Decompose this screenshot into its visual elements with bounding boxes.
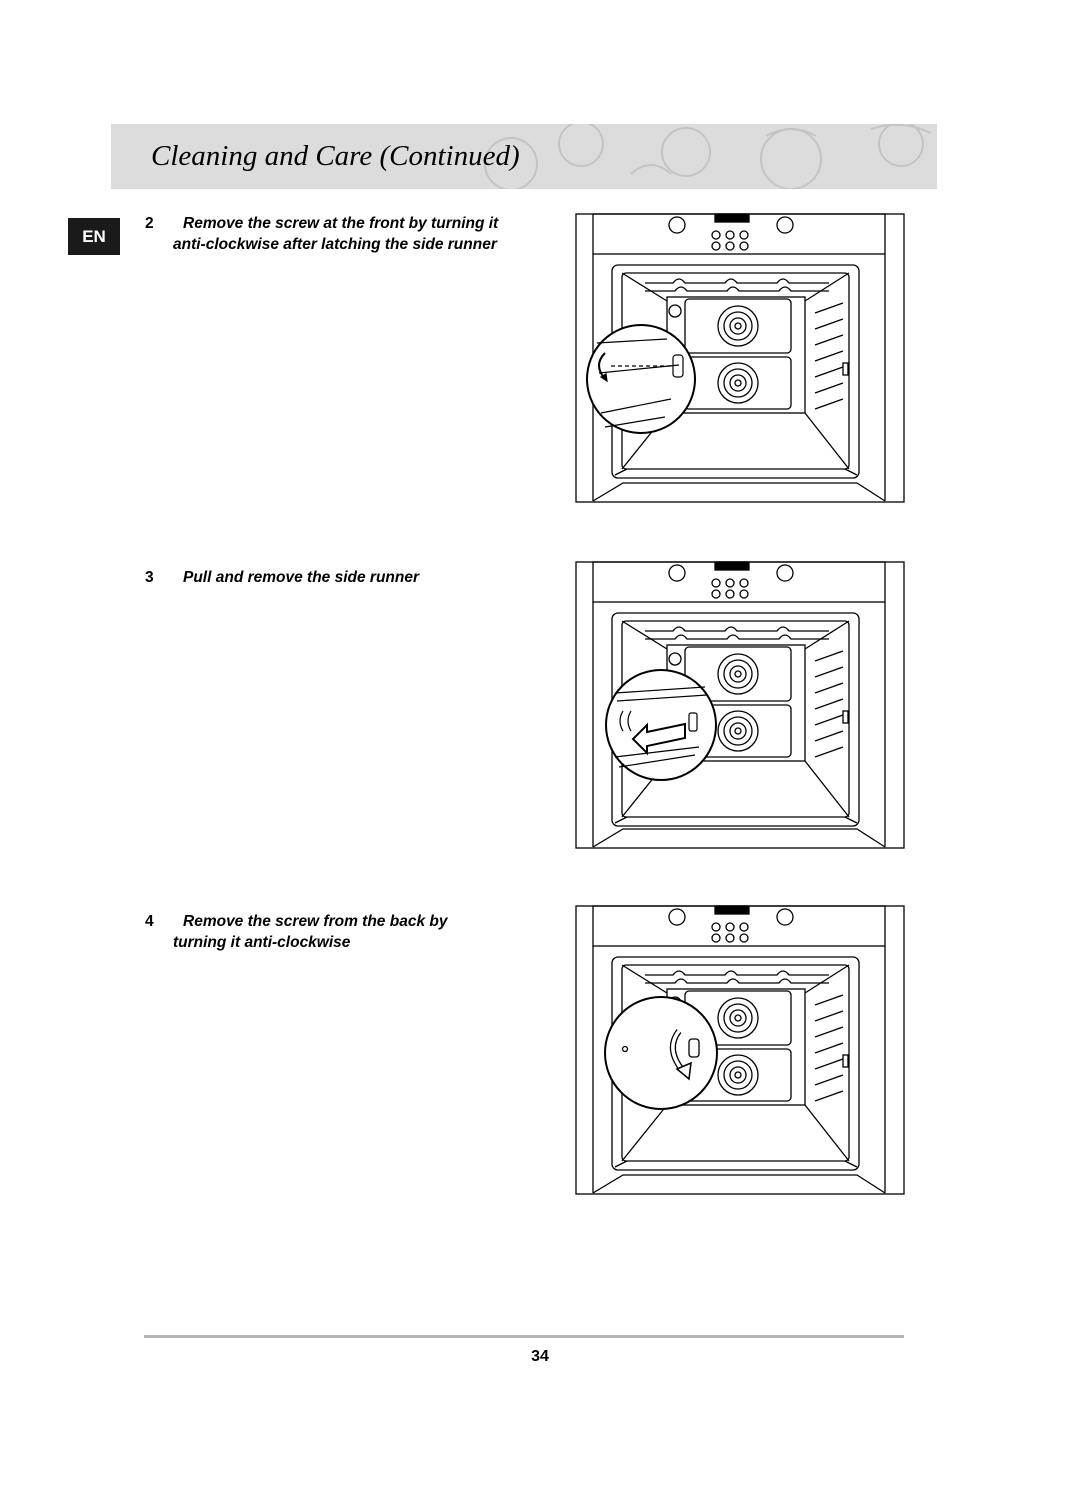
step-2: 2 Remove the screw at the front by turni… [145, 213, 565, 255]
step-text-line2: anti-clockwise after latching the side r… [173, 236, 497, 253]
step-3: 3 Pull and remove the side runner [145, 567, 565, 588]
footer-divider [144, 1335, 904, 1338]
oven-screw-back-illustration [575, 905, 905, 1195]
step-number: 4 [145, 913, 154, 930]
step-text-line2: turning it anti-clockwise [173, 934, 351, 951]
step-number: 3 [145, 569, 154, 586]
step-text-line1: Pull and remove the side runner [183, 569, 420, 586]
step-number: 2 [145, 215, 154, 232]
language-badge: EN [68, 218, 120, 255]
section-header: Cleaning and Care (Continued) [111, 124, 937, 189]
oven-pull-runner-illustration [575, 561, 905, 849]
step-text-line1: Remove the screw from the back by [183, 913, 448, 930]
decorative-fruit-pattern [484, 124, 932, 189]
page-number: 34 [531, 1348, 549, 1365]
step-text-line1: Remove the screw at the front by turning… [183, 215, 499, 232]
step-4: 4 Remove the screw from the back by turn… [145, 911, 565, 953]
page-title: Cleaning and Care (Continued) [151, 140, 520, 172]
oven-screw-front-illustration [575, 213, 905, 503]
